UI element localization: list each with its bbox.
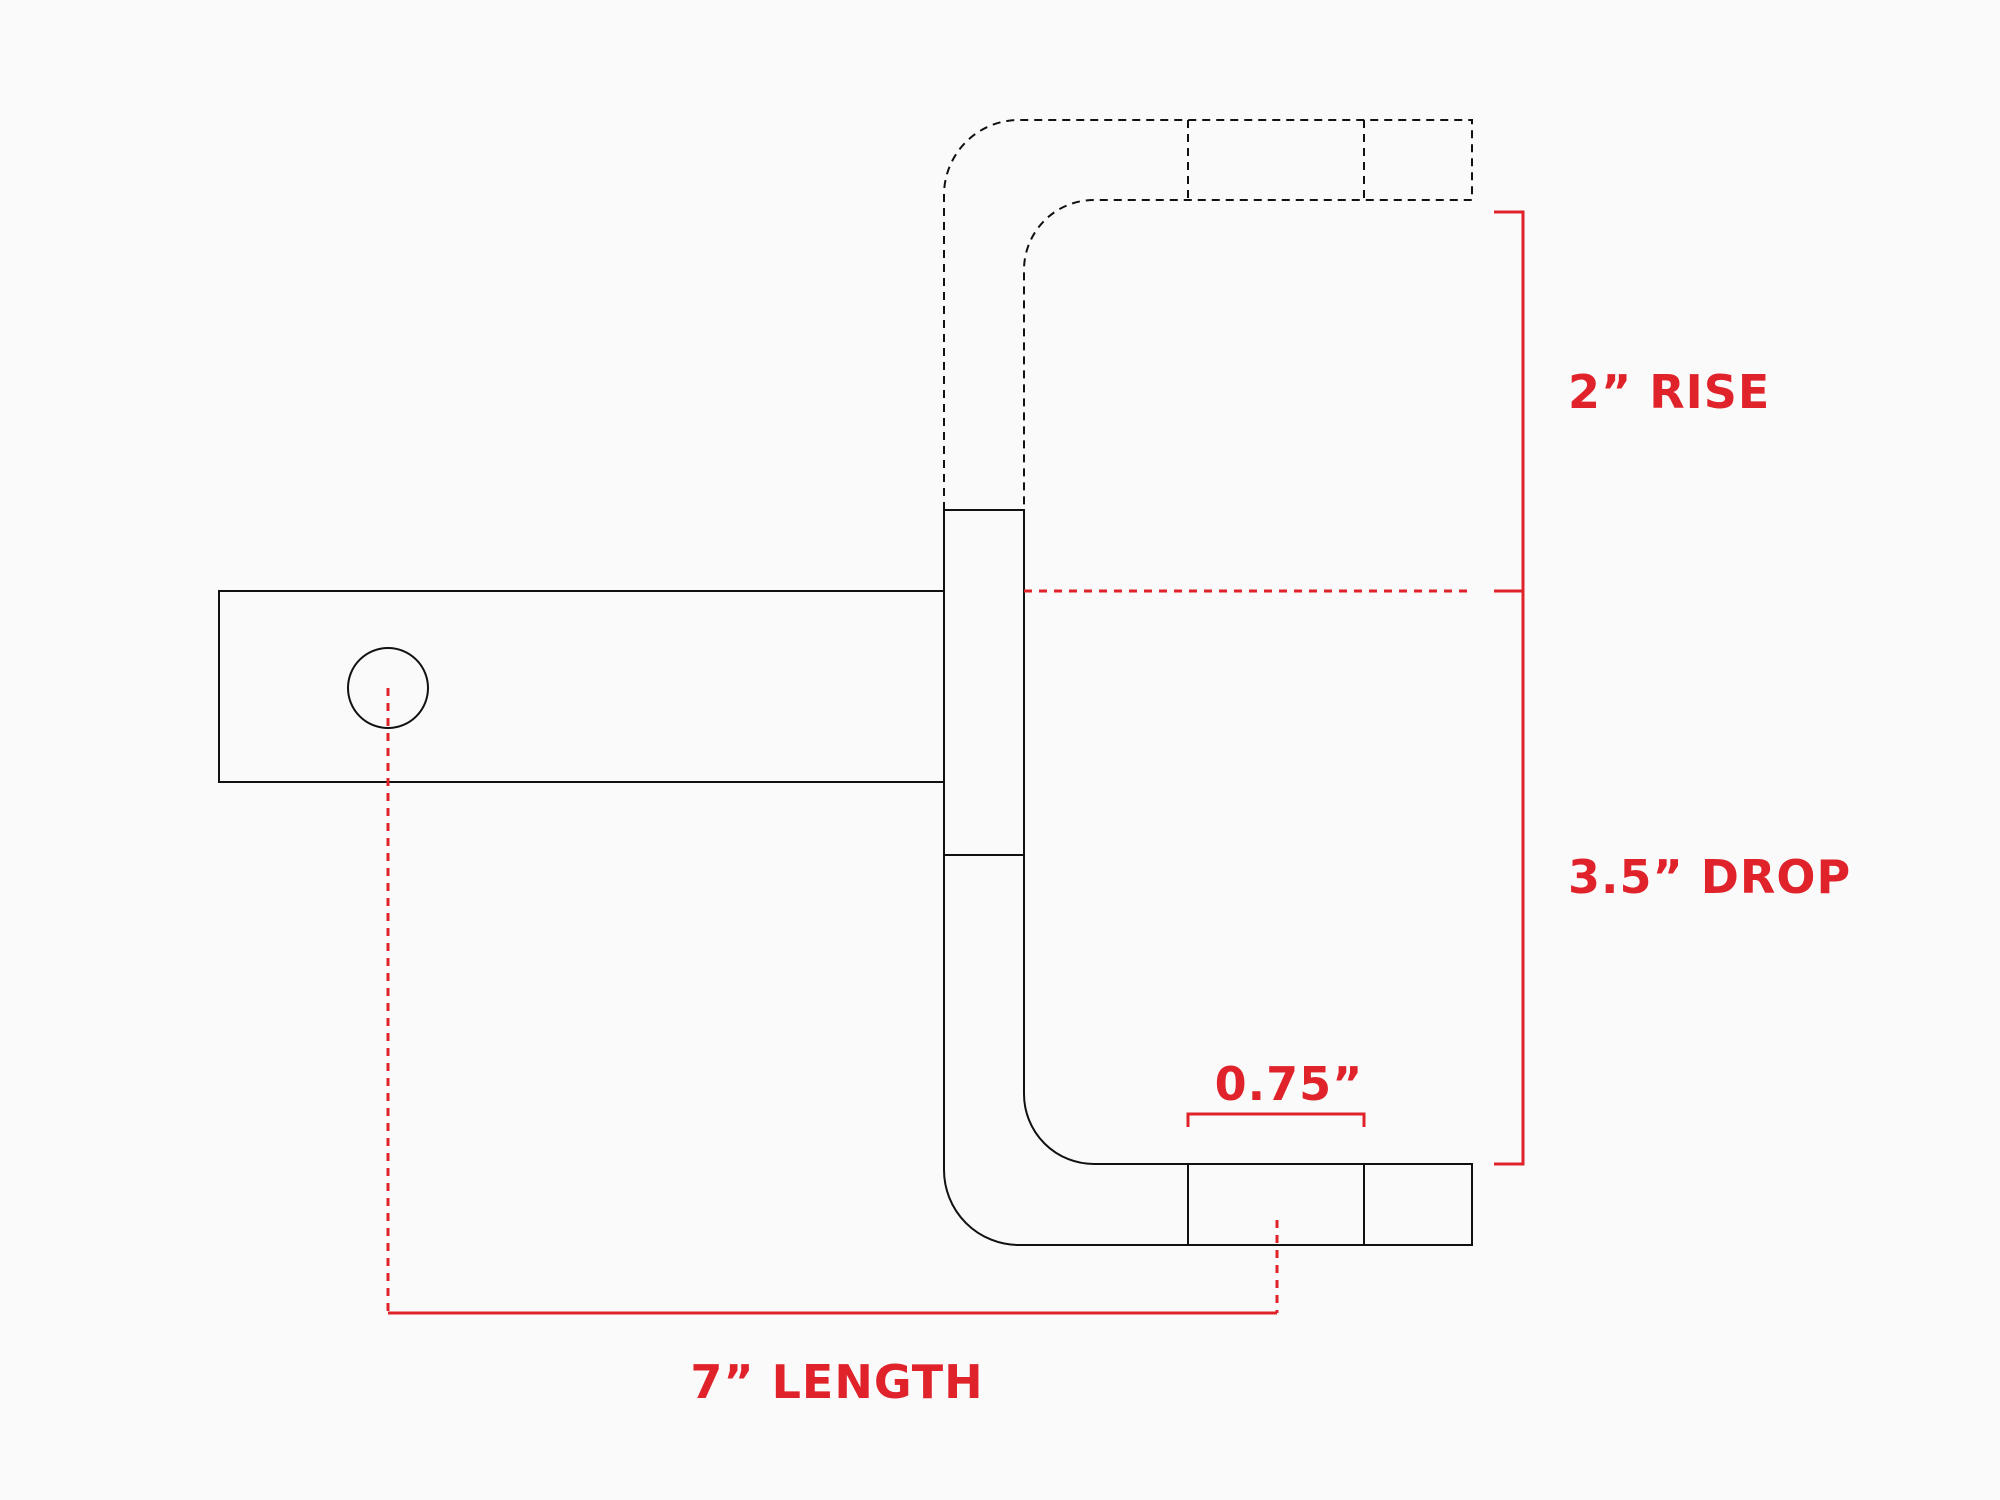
drop-label: 3.5” DROP xyxy=(1568,850,1851,904)
platform-thickness-bracket xyxy=(1186,1112,1366,1127)
rise-label: 2” RISE xyxy=(1568,365,1770,419)
shank-bar xyxy=(218,590,945,783)
length-label: 7” LENGTH xyxy=(690,1355,983,1409)
rise-drop-bracket xyxy=(1494,210,1525,1166)
rise-shank-outline xyxy=(943,119,1473,510)
shank-collar xyxy=(943,509,1025,856)
pin-hole xyxy=(347,647,429,729)
platform-thickness-label: 0.75” xyxy=(1215,1057,1364,1111)
drop-shank-outline xyxy=(943,855,1473,1246)
